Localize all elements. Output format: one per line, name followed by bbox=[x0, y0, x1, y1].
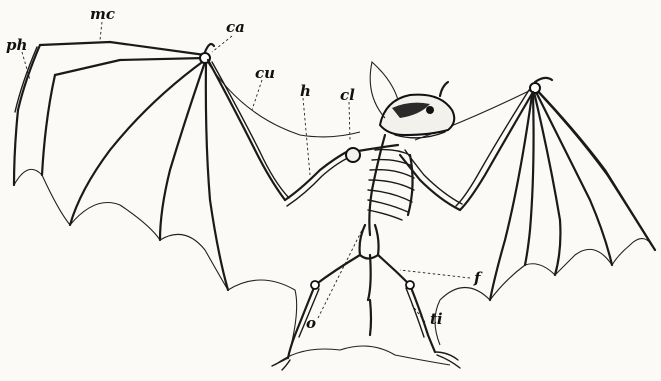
label-f: f bbox=[473, 269, 483, 287]
label-ca: ca bbox=[226, 18, 245, 36]
label-o: o bbox=[306, 314, 316, 332]
left-wing-membrane bbox=[14, 169, 297, 350]
label-ti: ti bbox=[430, 310, 443, 328]
label-ph: ph bbox=[6, 36, 27, 54]
right-wing-membrane bbox=[435, 239, 655, 345]
label-cu: cu bbox=[255, 64, 275, 82]
label-h: h bbox=[300, 82, 311, 100]
ribcage bbox=[346, 135, 414, 235]
left-wing-bones bbox=[14, 42, 352, 290]
tail-membrane bbox=[275, 346, 450, 365]
skull bbox=[370, 62, 454, 138]
label-cl: cl bbox=[340, 86, 355, 104]
legs bbox=[272, 225, 460, 370]
label-mc: mc bbox=[90, 5, 115, 23]
